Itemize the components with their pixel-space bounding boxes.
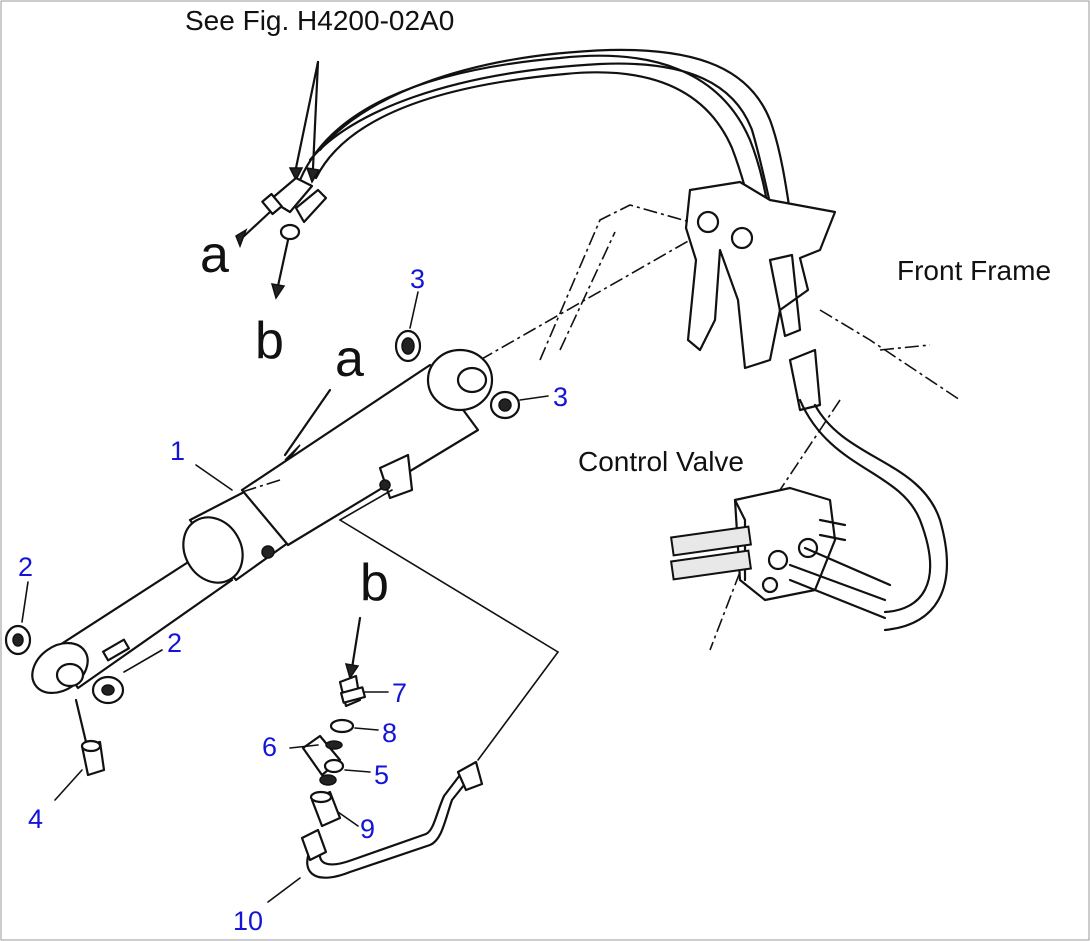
control-valve-label: Control Valve: [578, 446, 744, 477]
leader-4: [54, 769, 83, 801]
leader-3-right: [519, 395, 549, 401]
elbow-7: [338, 674, 367, 708]
callout-2-right: 2: [167, 628, 182, 658]
valve-hoses: [788, 398, 949, 632]
leader-10: [267, 877, 301, 903]
leader-8: [354, 727, 379, 731]
washer-2-left: [4, 624, 32, 656]
hydraulic-cylinder: [31, 348, 494, 695]
port-a-label-top: a: [200, 226, 229, 284]
washer-3-top: [394, 329, 422, 363]
adapter-9: [309, 790, 342, 828]
callout-3-top: 3: [410, 264, 425, 294]
leader-1: [195, 464, 233, 491]
port-b-detail: [339, 489, 559, 761]
reference-note: See Fig. H4200-02A0: [185, 5, 454, 36]
control-valve: [669, 486, 847, 602]
port-b-label-top: b: [255, 312, 284, 370]
leader-9: [337, 811, 359, 827]
leader-2-left: [21, 581, 29, 623]
port-b-label-cyl: b: [360, 554, 389, 612]
callout-9: 9: [360, 814, 375, 844]
cylinder-centerline: [241, 479, 281, 493]
leader-2-right: [123, 649, 163, 673]
leader-6: [289, 744, 319, 749]
grease-fitting-4: [74, 698, 106, 777]
callout-2-left: 2: [18, 552, 33, 582]
callout-3-right: 3: [553, 382, 568, 412]
callout-10: 10: [233, 906, 263, 936]
callout-1: 1: [170, 436, 185, 466]
reference-arrows: [288, 60, 321, 184]
callout-4: 4: [28, 804, 43, 834]
leader-3-top: [409, 291, 419, 329]
callout-numbers: 1 2 2 3 3 4 5 6 7 8 9 10: [18, 264, 568, 936]
front-frame-bracket: [684, 180, 837, 412]
o-ring-8: [329, 718, 355, 734]
port-a-label-cyl: a: [335, 330, 364, 388]
cyl-port-a-arrow: [283, 388, 332, 461]
callout-7: 7: [392, 678, 407, 708]
leader-5: [344, 769, 371, 773]
top-port-arrows: [235, 210, 290, 300]
washer-3-right: [489, 390, 521, 420]
washer-5: [319, 758, 345, 786]
washer-2-right: [91, 675, 125, 705]
callout-5: 5: [374, 760, 389, 790]
front-frame-label: Front Frame: [897, 255, 1051, 286]
top-fittings: [261, 176, 328, 241]
tube-10: [300, 760, 484, 879]
callout-6: 6: [262, 732, 277, 762]
callout-8: 8: [382, 718, 397, 748]
